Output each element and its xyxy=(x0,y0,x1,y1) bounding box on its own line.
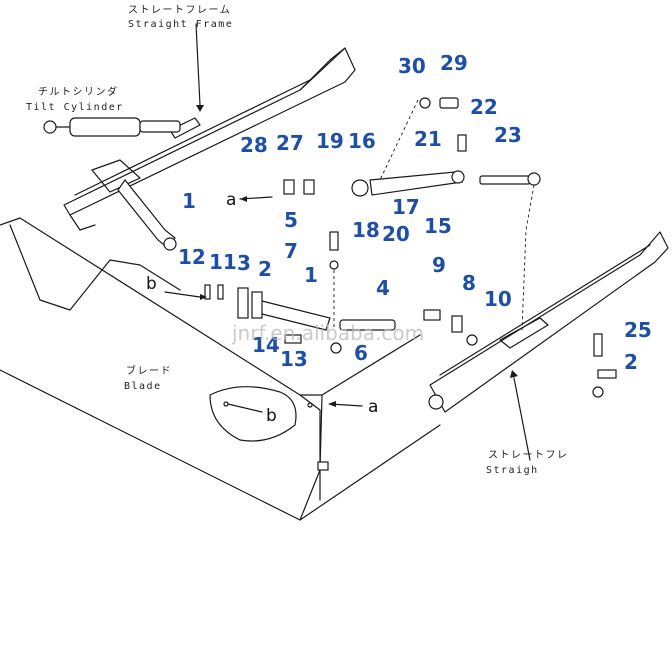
clip-27-28 xyxy=(283,179,315,195)
callout-14: 14 xyxy=(252,333,280,357)
dash-30-link xyxy=(379,99,419,181)
letter-b1: b xyxy=(146,274,157,294)
nut-right xyxy=(592,386,604,398)
callout-8: 8 xyxy=(462,271,476,295)
callout-18: 18 xyxy=(352,218,380,242)
leader-straight-frame-2 xyxy=(513,377,531,461)
bolt-29 xyxy=(439,97,459,109)
washer-7 xyxy=(329,260,339,270)
bolt-25 xyxy=(593,333,603,357)
washer-30 xyxy=(419,97,431,109)
letter-b2: b xyxy=(266,406,277,426)
label-straight-frame-en: Straight Frame xyxy=(128,19,233,30)
callout-11: 11 xyxy=(209,250,237,274)
letter-a1: a xyxy=(226,190,236,210)
callout-1b: 1 xyxy=(304,263,318,287)
straight-frame-right xyxy=(428,231,669,413)
callout-25: 25 xyxy=(624,318,652,342)
nut-6 xyxy=(330,342,342,354)
callout-21: 21 xyxy=(414,127,442,151)
bolt-9 xyxy=(423,309,441,321)
callout-3: 3 xyxy=(237,251,251,275)
dash-23-frame xyxy=(521,184,535,331)
arrow-b1 xyxy=(200,294,207,300)
straight-frame-left xyxy=(63,47,356,231)
adjust-rod-23 xyxy=(479,172,541,186)
bolt-5 xyxy=(329,231,339,251)
cylinder-part-1 xyxy=(117,178,177,251)
callout-20: 20 xyxy=(382,222,410,246)
callout-19: 19 xyxy=(316,129,344,153)
callout-2b: 2 xyxy=(624,350,638,374)
callout-23: 23 xyxy=(494,123,522,147)
pin-2-right xyxy=(597,369,617,379)
callout-29: 29 xyxy=(440,51,468,75)
callout-22: 22 xyxy=(470,95,498,119)
callout-1a: 1 xyxy=(182,189,196,213)
callout-28: 28 xyxy=(240,133,268,157)
grease-fitting-22 xyxy=(457,134,467,152)
arrow-a2 xyxy=(328,401,336,407)
callout-27: 27 xyxy=(276,131,304,155)
label-straight-frame2-jp: ストレートフレ xyxy=(488,450,569,461)
label-tilt-cylinder-jp: チルトシリンダ xyxy=(38,85,119,98)
callout-17: 17 xyxy=(392,195,420,219)
label-blade-en: Blade xyxy=(124,381,162,392)
bracket-2-3 xyxy=(237,287,263,319)
blade-cutout-b xyxy=(209,386,297,442)
arrow-a1 xyxy=(240,196,247,202)
callout-16: 16 xyxy=(348,129,376,153)
arrow-straight-frame xyxy=(196,105,204,112)
tilt-cylinder xyxy=(43,117,181,137)
label-straight-frame2-en: Straigh xyxy=(486,465,539,476)
leader-b1 xyxy=(164,291,201,298)
callout-15: 15 xyxy=(424,214,452,238)
plate-11-12 xyxy=(204,284,224,300)
label-tilt-cylinder-en: Tilt Cylinder xyxy=(26,102,124,113)
link-rod-15 xyxy=(351,170,465,197)
callout-10: 10 xyxy=(484,287,512,311)
callout-4: 4 xyxy=(376,276,390,300)
watermark: jnrf.en.alibaba.com xyxy=(231,321,424,345)
callout-30: 30 xyxy=(398,54,426,78)
bolt-13-14 xyxy=(284,334,302,344)
label-blade-jp: ブレード xyxy=(126,364,172,377)
letter-a2: a xyxy=(368,397,378,417)
bolt-8 xyxy=(451,315,463,333)
callout-7: 7 xyxy=(284,239,298,263)
callout-9: 9 xyxy=(432,253,446,277)
label-straight-frame-jp: ストレートフレーム xyxy=(128,4,231,16)
callout-13: 13 xyxy=(280,347,308,371)
callout-12: 12 xyxy=(178,245,206,269)
callout-6: 6 xyxy=(354,341,368,365)
callout-5: 5 xyxy=(284,208,298,232)
leader-straight-frame xyxy=(195,23,201,106)
blade xyxy=(0,217,441,521)
callout-2a: 2 xyxy=(258,257,272,281)
arrow-straight-frame-2 xyxy=(510,370,518,378)
nut-10 xyxy=(466,334,478,346)
rod-4 xyxy=(339,319,396,331)
